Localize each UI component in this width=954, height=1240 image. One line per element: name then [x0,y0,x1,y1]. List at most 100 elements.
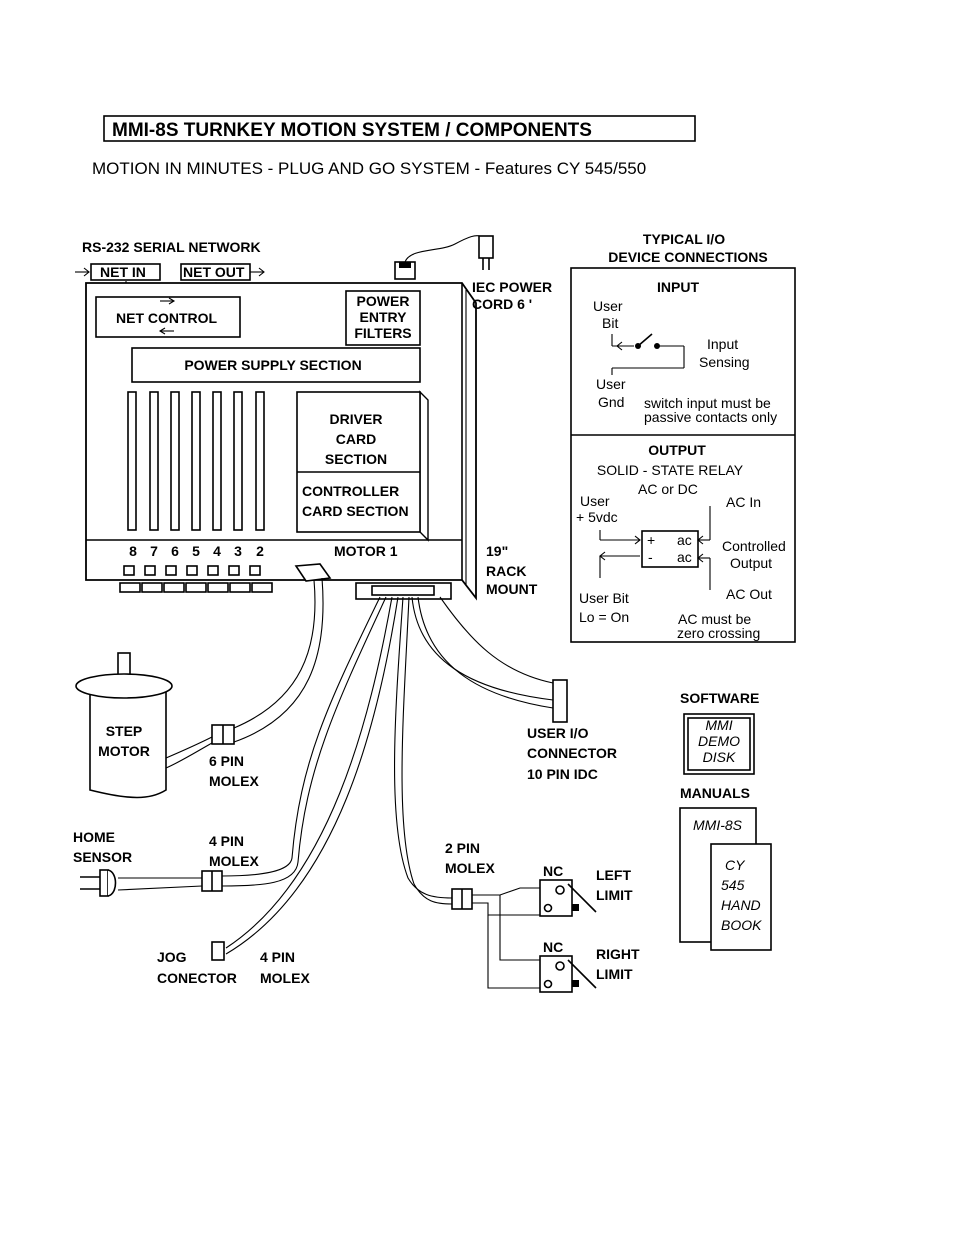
right-limit-label-1: RIGHT [596,946,640,962]
iec-power-label-1: IEC POWER [472,279,552,295]
left-limit-label-2: LIMIT [596,887,633,903]
power-entry-label-2: ENTRY [360,309,408,325]
slot-number: 4 [213,543,221,559]
net-out-label: NET OUT [183,264,245,280]
manual-book-2-label-1: CY [725,857,746,873]
slot-number: 6 [171,543,179,559]
slot-number: 5 [192,543,200,559]
output-user-5vdc-1: User [580,493,610,509]
driver-card-label-3: SECTION [325,451,387,467]
net-control-box [95,296,241,338]
relay-pin-ac1: ac [677,532,692,548]
input-switch-icon [611,333,685,375]
output-user-bit-2: Lo = On [579,609,629,625]
limit-wiring [472,887,540,989]
jog-connector-icon [211,941,225,961]
rack-mount-label-3: MOUNT [486,581,538,597]
software-heading: SOFTWARE [680,690,759,706]
disk-label-1: MMI [705,717,732,733]
relay-pin-plus: + [647,532,655,548]
six-pin-molex-icon [211,724,235,745]
jog-label-2: CONECTOR [157,970,237,986]
card-slots [127,391,265,531]
output-user-bit-1: User Bit [579,590,629,606]
home-sensor-label-1: HOME [73,829,115,845]
home-sensor-icon [80,869,117,897]
manual-book-2-label-2: 545 [721,877,745,893]
network-heading: RS-232 SERIAL NETWORK [82,239,261,255]
input-sensing-1: Input [707,336,738,352]
ac-in-label: AC In [726,494,761,510]
iec-plug-icon [394,235,494,280]
user-io-label-3: 10 PIN IDC [527,766,598,782]
relay-pin-minus: - [648,549,653,565]
power-entry-box [345,290,421,346]
two-pin-molex-icon [451,888,473,910]
input-user-bit-2: Bit [602,315,618,331]
controlled-output-2: Output [730,555,772,571]
left-limit-switch-icon [539,879,597,917]
page-title: MMI-8S TURNKEY MOTION SYSTEM / COMPONENT… [112,120,592,141]
io-heading-2: DEVICE CONNECTIONS [608,249,767,265]
input-user-gnd-2: Gnd [598,394,624,410]
ac-or-dc-label: AC or DC [638,481,698,497]
right-limit-label-2: LIMIT [596,966,633,982]
nc-left-label: NC [543,863,563,879]
rack-mount-label-1: 19" [486,543,508,559]
controlled-output-1: Controlled [722,538,786,554]
user-io-label-1: USER I/O [527,725,589,741]
jog-label-1: JOG [157,949,187,965]
manual-book-2 [710,843,772,951]
step-motor-label-1: STEP [106,723,143,739]
disk-label-3: DISK [703,749,736,765]
controller-card-label-1: CONTROLLER [302,483,399,499]
title-frame [103,115,696,142]
driver-controller-card [296,390,429,542]
input-user-bit-1: User [593,298,623,314]
output-user-5vdc-2: + 5vdc [576,509,618,525]
front-panel-connectors [119,563,452,600]
power-entry-label-3: FILTERS [354,325,411,341]
two-pin-label-2: MOLEX [445,860,495,876]
user-io-connector-icon [552,679,568,723]
manuals-heading: MANUALS [680,785,750,801]
net-in-label: NET IN [100,264,146,280]
switch-note-2: passive contacts only [644,409,777,425]
driver-card-label-1: DRIVER [330,411,383,427]
controller-card-label-2: CARD SECTION [302,503,409,519]
nc-right-label: NC [543,939,563,955]
switch-note-1: switch input must be [644,395,771,411]
user-io-label-2: CONNECTOR [527,745,617,761]
manual-book-1-label: MMI-8S [693,817,743,833]
right-limit-switch-icon [539,955,597,993]
left-limit-label-1: LEFT [596,867,631,883]
relay-icon [599,506,711,590]
slot-number: 8 [129,543,137,559]
page-subtitle: MOTION IN MINUTES - PLUG AND GO SYSTEM -… [92,159,646,178]
rack-mount-label-2: RACK [486,563,526,579]
four-pin-home-molex-icon [201,870,223,892]
manual-book-2-label-4: BOOK [721,917,762,933]
slot-number: 3 [234,543,242,559]
input-title: INPUT [657,279,699,295]
io-heading-1: TYPICAL I/O [643,231,725,247]
net-control-label: NET CONTROL [116,310,218,326]
ac-note-2: zero crossing [677,625,760,641]
iec-power-label-2: CORD 6 ' [472,296,532,312]
four-pin-jog-label-1: 4 PIN [260,949,295,965]
output-title: OUTPUT [648,442,706,458]
net-in-box [90,263,161,281]
disk-label-2: DEMO [698,733,740,749]
driver-card-label-2: CARD [336,431,376,447]
four-pin-home-label-1: 4 PIN [209,833,244,849]
power-entry-label-1: POWER [357,293,410,309]
power-supply-label: POWER SUPPLY SECTION [184,357,361,373]
four-pin-home-label-2: MOLEX [209,853,259,869]
input-sensing-2: Sensing [699,354,750,370]
two-pin-label-1: 2 PIN [445,840,480,856]
demo-disk-icon [683,713,755,775]
io-panel-box [570,267,796,643]
cables [117,577,554,955]
